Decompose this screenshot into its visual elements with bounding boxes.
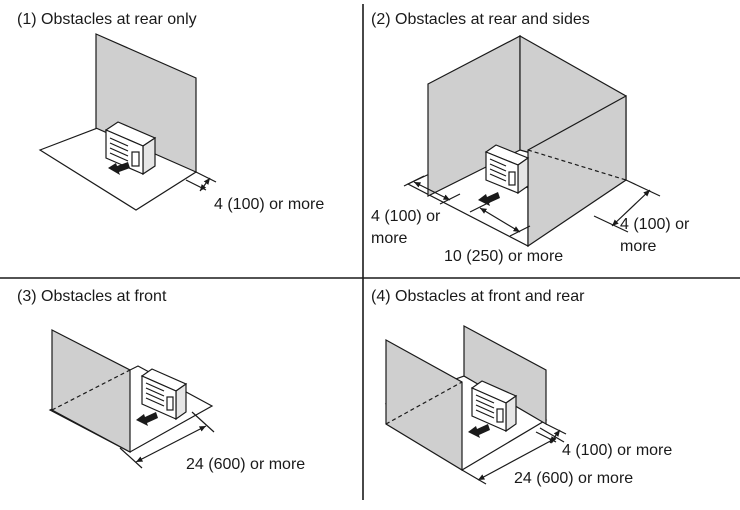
side-clearance-left-label-line1: 4 (100) or [371, 208, 441, 225]
dim-line [479, 207, 521, 233]
panel-2-drawing [403, 34, 661, 248]
panel-2-title: (2) Obstacles at rear and sides [371, 11, 590, 28]
dim-ext-line [185, 179, 207, 191]
side-clearance-left-label-line2: more [371, 230, 408, 247]
dim-line [413, 181, 451, 201]
rear-clearance-label: 10 (250) or more [444, 248, 564, 265]
panel-4-title: (4) Obstacles at front and rear [371, 288, 585, 305]
outdoor-unit [470, 380, 518, 433]
panel-1-drawing [38, 33, 217, 211]
dim-ext-line [195, 171, 217, 183]
dim-line [199, 177, 211, 192]
panel-3-drawing [48, 329, 215, 469]
side-clearance-right-label-line2: more [620, 238, 657, 255]
outdoor-unit [104, 121, 157, 176]
hidden-edge [385, 381, 463, 425]
airflow-arrow [136, 412, 158, 426]
outdoor-unit [140, 368, 188, 421]
dim-line [135, 425, 207, 463]
front-wall [385, 338, 463, 472]
airflow-arrow [468, 424, 490, 438]
front-wall [51, 329, 131, 454]
rear-clearance-label: 4 (100) or more [214, 196, 325, 213]
dim-line [611, 189, 651, 227]
panel-4-drawing [384, 324, 567, 485]
dim-line [477, 437, 557, 481]
front-clearance-label: 24 (600) or more [514, 470, 634, 487]
front-clearance-label: 24 (600) or more [186, 456, 306, 473]
panel-1-title: (1) Obstacles at rear only [17, 11, 197, 28]
outdoor-unit [484, 144, 530, 195]
airflow-arrow [478, 192, 500, 206]
panel-3-title: (3) Obstacles at front [17, 288, 167, 305]
hidden-edge [51, 369, 131, 411]
hidden-edge [527, 149, 627, 181]
side-clearance-right-label-line1: 4 (100) or [620, 216, 690, 233]
airflow-arrow [108, 162, 130, 175]
rear-clearance-label: 4 (100) or more [562, 442, 673, 459]
